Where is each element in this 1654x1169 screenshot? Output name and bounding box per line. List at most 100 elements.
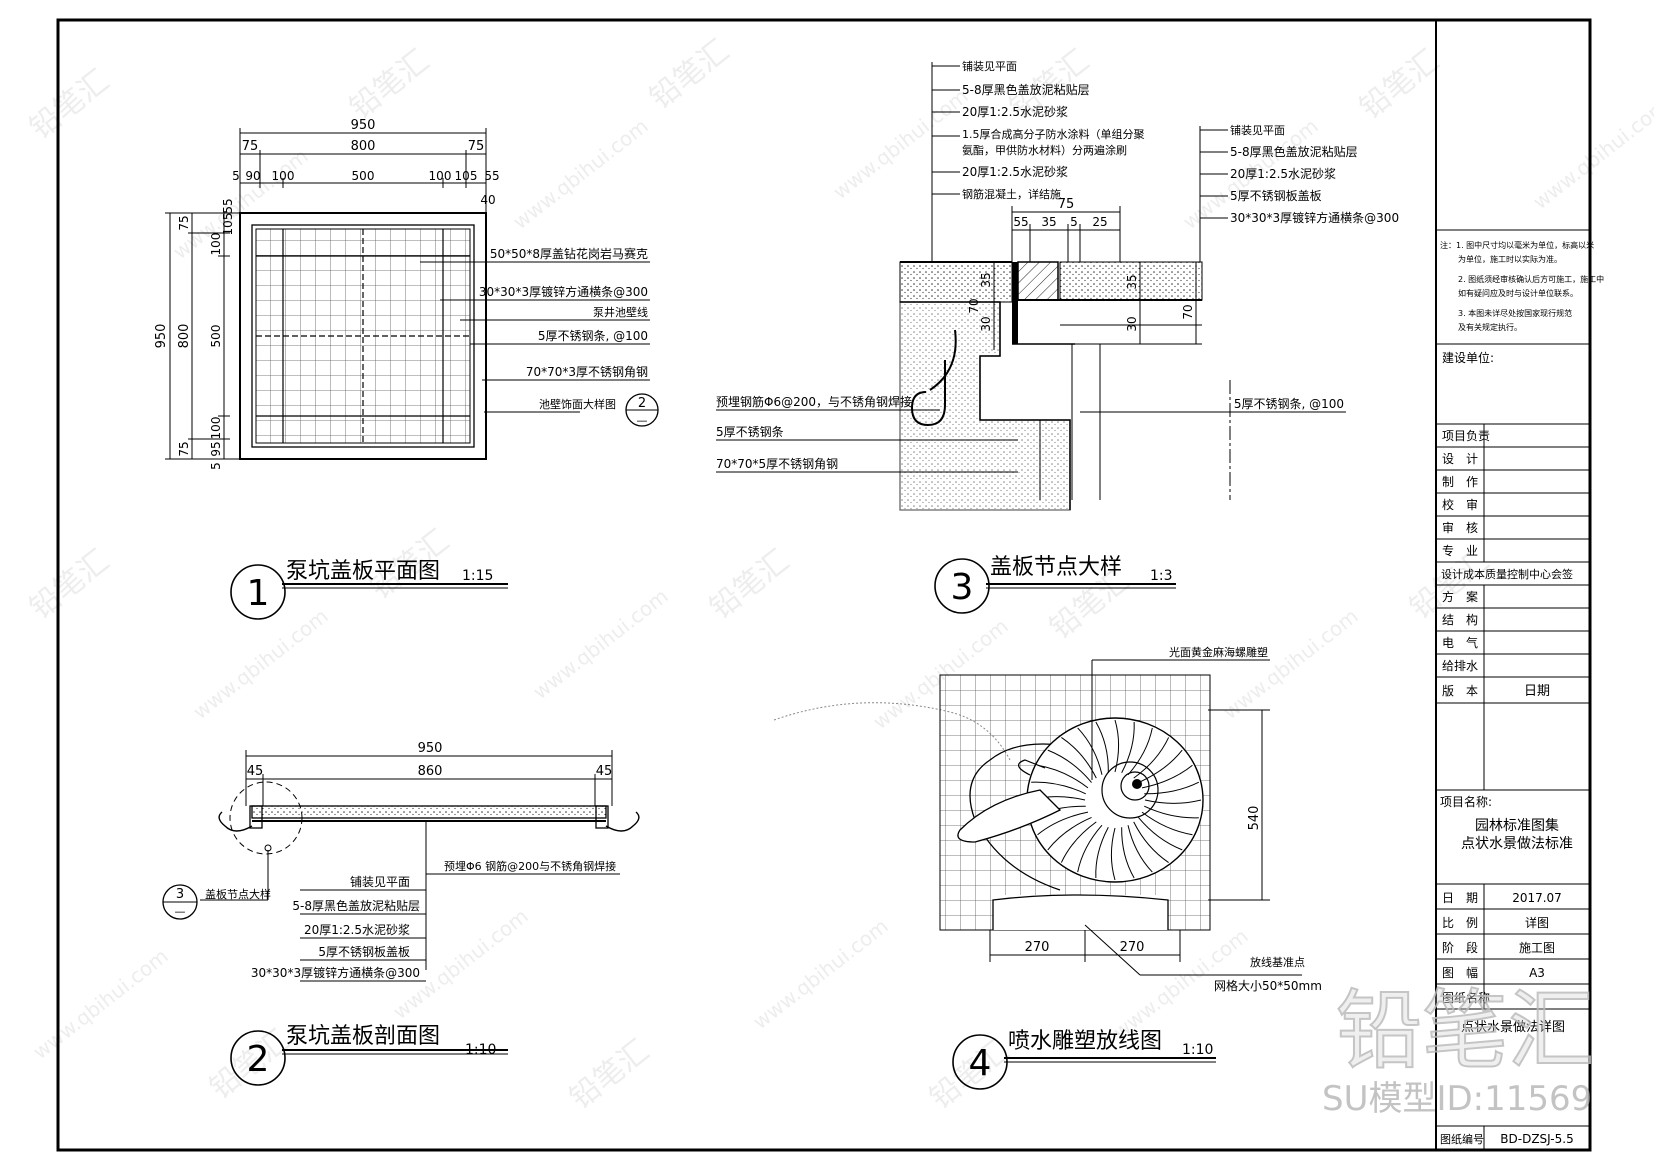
v1-title-number: 1 <box>247 573 270 614</box>
v3-lt-2: 20厚1:2.5水泥砂浆 <box>962 104 1068 119</box>
v1-dim-105: 105 <box>455 169 478 183</box>
title-block-row-label: 校 审 <box>1442 497 1478 512</box>
v4-title: 喷水雕塑放线图 <box>1008 1029 1162 1054</box>
tb-client-label: 建设单位: <box>1442 350 1494 365</box>
v1-dim-5: 5 <box>232 169 240 183</box>
v1-label-strip: 5厚不锈钢条, @100 <box>538 329 648 343</box>
v4-scale: 1:10 <box>1182 1042 1213 1058</box>
watermark-text: 铅笔汇 <box>343 43 435 126</box>
v3-lb-2: 70*70*5厚不锈钢角钢 <box>716 457 838 471</box>
v2-label-2: 20厚1:2.5水泥砂浆 <box>304 922 410 937</box>
v3-lb-1: 5厚不锈钢条 <box>716 425 784 439</box>
title-block-project-name-2: 点状水景做法标准 <box>1461 836 1573 852</box>
v3-rt-1: 5-8厚黑色盖放泥粘贴层 <box>1230 144 1358 159</box>
v2-label-3: 5厚不锈钢板盖板 <box>318 945 410 959</box>
v2-detail-circle <box>229 781 303 855</box>
watermark-text: www.qbihui.com <box>828 84 972 204</box>
v2-callout-bottom: — <box>175 905 186 918</box>
v3-rebar-hook <box>910 360 946 427</box>
tb-note-2: 2. 图纸须经审核确认后方可施工，施工中 <box>1458 274 1604 284</box>
title-block-row-label: 专 业 <box>1442 543 1478 558</box>
watermark-text: www.qbihui.com <box>748 914 892 1034</box>
v1-dim-left-75b: 75 <box>177 441 191 456</box>
v1-label-finish: 池壁饰面大样图 <box>539 397 616 411</box>
v1-dim-75a: 75 <box>242 139 259 154</box>
title-block-project-label: 项目名称: <box>1440 794 1492 809</box>
watermark-text: www.qbihui.com <box>1218 604 1362 724</box>
v2-callout-top: 3 <box>176 887 184 902</box>
v1-label-mosaic: 50*50*8厚盖钻花岗岩马赛克 <box>490 246 648 261</box>
v3-lt-4: 氨酯，甲供防水材料）分两遍涂刷 <box>962 143 1127 157</box>
view4-sculpture: 光面黄金麻海螺雕塑 540 270 270 放线基准点 网格大小50*50mm … <box>773 645 1322 1090</box>
v4-label-top: 光面黄金麻海螺雕塑 <box>1169 645 1268 659</box>
title-block-row-value: A3 <box>1529 966 1545 980</box>
v1-label-wall: 泵井池壁线 <box>593 305 648 319</box>
v1-dim-left-500: 500 <box>209 325 223 348</box>
v1-dim-90: 90 <box>245 169 260 183</box>
v2-dim-860: 860 <box>418 764 443 779</box>
v1-dim-left-100a: 100 <box>209 233 223 256</box>
v1-scale: 1:15 <box>462 568 493 584</box>
title-block-drawing-no: BD-DZSJ-5.5 <box>1500 1132 1573 1146</box>
v1-dim-left-5: 5 <box>209 462 223 470</box>
tb-note-3: 如有疑问应及时与设计单位联系。 <box>1458 288 1578 298</box>
v3-dim-v-30a: 30 <box>979 316 993 331</box>
v2-dim-45a: 45 <box>247 764 264 779</box>
v2-label-0: 铺装见平面 <box>350 875 410 889</box>
v3-title-number: 3 <box>951 567 974 608</box>
v4-label-point: 放线基准点 <box>1250 955 1305 969</box>
v3-dim-5: 5 <box>1070 215 1078 229</box>
v4-title-number: 4 <box>969 1043 992 1084</box>
v3-title: 盖板节点大样 <box>990 555 1122 580</box>
v1-callout-top: 2 <box>638 396 646 411</box>
v2-label-4: 30*30*3厚镀锌方通横条@300 <box>251 965 420 980</box>
v2-rebar-note: 预埋Φ6 钢筋@200与不锈角钢焊接 <box>444 859 616 873</box>
cover-plate-inner <box>251 224 475 448</box>
v2-title-number: 2 <box>247 1039 270 1080</box>
v1-dim-40: 40 <box>480 193 495 207</box>
title-block-row-label: 日 期 <box>1442 891 1478 905</box>
watermark-text: 铅笔汇 <box>23 543 115 626</box>
v3-concrete <box>899 301 1071 511</box>
v1-dim-75b: 75 <box>468 139 485 154</box>
title-block-date-header: 日期 <box>1524 684 1550 699</box>
v4-shell <box>957 717 1204 891</box>
title-block-row-label: 设 计 <box>1442 452 1478 466</box>
v3-lb-0: 预埋钢筋Φ6@200，与不锈角钢焊接 <box>716 394 912 409</box>
v1-dim-950: 950 <box>351 118 376 133</box>
title-block-drawing-name: 点状水景做法详图 <box>1461 1020 1565 1035</box>
v4-dim-540: 540 <box>1247 806 1262 831</box>
v3-rt-4: 30*30*3厚镀锌方通横条@300 <box>1230 210 1399 225</box>
v4-dim-270b: 270 <box>1120 940 1145 955</box>
view2-section: 950 45 860 45 3 — 盖板节点大样 预埋Φ6 钢筋@200与不锈角… <box>162 741 640 1086</box>
watermark-model-id: SU模型ID:11569 <box>1322 1079 1592 1119</box>
v3-lt-1: 5-8厚黑色盖放泥粘贴层 <box>962 82 1090 97</box>
v3-dim-v-70a: 70 <box>967 298 981 313</box>
watermark-text: 铅笔汇 <box>703 543 795 626</box>
v4-label-grid: 网格大小50*50mm <box>1214 978 1322 993</box>
title-block-section-header: 设计成本质量控制中心会签 <box>1441 567 1573 581</box>
v3-dim-v-35a: 35 <box>979 272 993 287</box>
v1-dim-500: 500 <box>352 169 375 183</box>
watermark-text: www.qbihui.com <box>188 604 332 724</box>
v3-lt-5: 20厚1:2.5水泥砂浆 <box>962 164 1068 179</box>
v1-title: 泵坑盖板平面图 <box>286 559 440 584</box>
v1-callout-bottom: — <box>637 414 648 427</box>
v1-label-tube: 30*30*3厚镀锌方通横条@300 <box>479 284 648 299</box>
title-block-row-value: 施工图 <box>1519 941 1555 955</box>
watermark-text: www.qbihui.com <box>388 904 532 1024</box>
v3-rt-2: 20厚1:2.5水泥砂浆 <box>1230 166 1336 181</box>
v4-dim-270a: 270 <box>1025 940 1050 955</box>
watermark-text: 铅笔汇 <box>23 63 115 146</box>
v1-dim-left-55: 55 <box>221 198 235 213</box>
title-block-drawing-no-label: 图纸编号 <box>1440 1132 1484 1146</box>
title-block-row-value: 详图 <box>1525 915 1549 930</box>
view1-plan: 950 75 800 75 5 90 100 500 100 105 55 40… <box>154 118 659 620</box>
v1-dim-left-75a: 75 <box>177 215 191 230</box>
v3-dim-35: 35 <box>1041 215 1056 229</box>
v2-dim-950: 950 <box>418 741 443 756</box>
watermark-text: www.qbihui.com <box>28 944 172 1064</box>
watermark-text: 铅笔汇 <box>563 1033 655 1116</box>
v3-lt-6: 钢筋混凝土，详结施 <box>962 187 1061 201</box>
